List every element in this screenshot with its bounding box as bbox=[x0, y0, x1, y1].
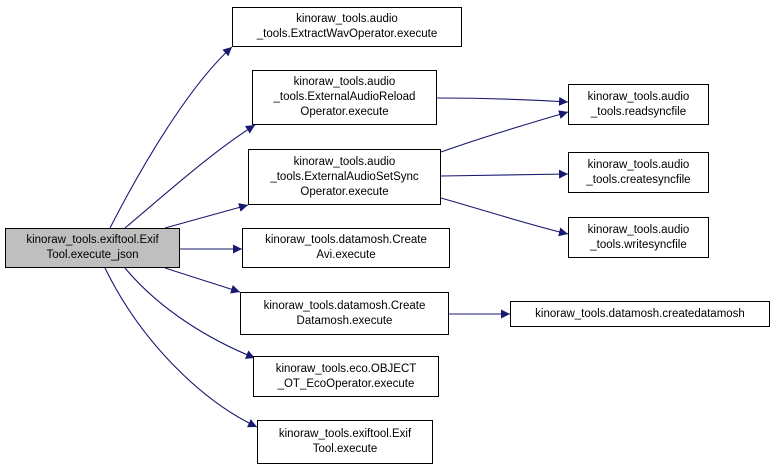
node-label: kinoraw_tools.datamosh.Create Avi.execut… bbox=[265, 234, 427, 261]
node-label: kinoraw_tools.exiftool.Exif Tool.execute… bbox=[26, 234, 159, 261]
edge-root-to-exiftool-execute bbox=[104, 267, 258, 428]
node-label: kinoraw_tools.audio _tools.createsyncfil… bbox=[586, 158, 691, 186]
edge-reload-to-readsyncfile bbox=[436, 96, 569, 106]
node-root-execute-json[interactable]: kinoraw_tools.exiftool.Exif Tool.execute… bbox=[5, 228, 180, 268]
edge-setsync-to-createsyncfile bbox=[440, 169, 569, 179]
node-label: kinoraw_tools.eco.OBJECT _OT_EcoOperator… bbox=[275, 362, 417, 390]
node-readsyncfile[interactable]: kinoraw_tools.audio _tools.readsyncfile bbox=[568, 84, 709, 125]
edge-root-to-eco-operator bbox=[124, 267, 256, 359]
node-external-audio-setsync-execute[interactable]: kinoraw_tools.audio _tools.ExternalAudio… bbox=[248, 149, 441, 205]
edge-root-to-create-datamosh-exec bbox=[164, 267, 241, 294]
node-label: kinoraw_tools.audio _tools.writesyncfile bbox=[587, 223, 690, 251]
node-eco-operator-execute[interactable]: kinoraw_tools.eco.OBJECT _OT_EcoOperator… bbox=[253, 356, 439, 397]
node-create-avi-execute[interactable]: kinoraw_tools.datamosh.Create Avi.execut… bbox=[242, 228, 450, 268]
node-label: kinoraw_tools.audio _tools.ExternalAudio… bbox=[273, 76, 416, 118]
edge-setsync-to-readsyncfile bbox=[440, 110, 569, 153]
node-label: kinoraw_tools.audio _tools.readsyncfile bbox=[587, 90, 690, 118]
node-create-datamosh-execute[interactable]: kinoraw_tools.datamosh.Create Datamosh.e… bbox=[240, 292, 449, 335]
node-writesyncfile[interactable]: kinoraw_tools.audio _tools.writesyncfile bbox=[568, 217, 709, 258]
node-label: kinoraw_tools.audio _tools.ExtractWavOpe… bbox=[256, 13, 438, 40]
edge-setsync-to-writesyncfile bbox=[440, 197, 569, 237]
edge-root-to-extract-wav bbox=[109, 46, 233, 229]
node-external-audio-reload-execute[interactable]: kinoraw_tools.audio _tools.ExternalAudio… bbox=[252, 70, 437, 125]
node-exiftool-execute[interactable]: kinoraw_tools.exiftool.Exif Tool.execute bbox=[257, 420, 433, 464]
node-label: kinoraw_tools.datamosh.Create Datamosh.e… bbox=[263, 299, 426, 327]
node-createsyncfile[interactable]: kinoraw_tools.audio _tools.createsyncfil… bbox=[568, 152, 709, 193]
node-createdatamosh[interactable]: kinoraw_tools.datamosh.createdatamosh bbox=[510, 301, 770, 327]
edge-root-to-external-audio-setsync bbox=[164, 203, 249, 229]
node-extract-wav-execute[interactable]: kinoraw_tools.audio _tools.ExtractWavOpe… bbox=[232, 7, 462, 47]
node-label: kinoraw_tools.exiftool.Exif Tool.execute bbox=[278, 428, 412, 455]
node-label: kinoraw_tools.audio _tools.ExternalAudio… bbox=[270, 155, 419, 198]
node-label: kinoraw_tools.datamosh.createdatamosh bbox=[535, 307, 745, 320]
edge-root-to-external-audio-reload bbox=[124, 124, 256, 229]
